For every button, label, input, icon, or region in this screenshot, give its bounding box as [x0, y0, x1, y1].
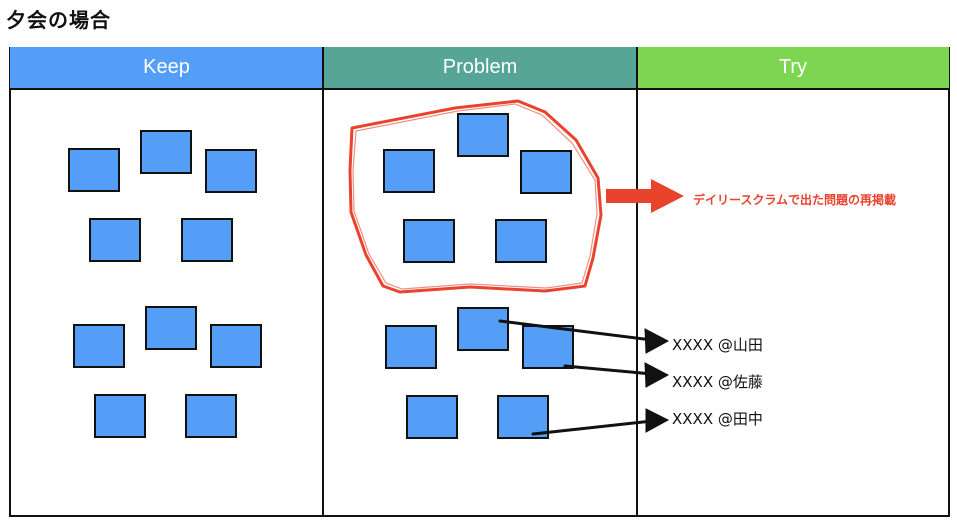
problem-sticky-note — [520, 150, 572, 194]
keep-sticky-note — [210, 324, 262, 368]
column-header-problem: Problem — [323, 47, 637, 90]
highlight-outline — [348, 99, 603, 294]
keep-sticky-note — [89, 218, 141, 262]
keep-sticky-note — [185, 394, 237, 438]
problem-sticky-note — [457, 307, 509, 351]
keep-sticky-note — [94, 394, 146, 438]
assignee-label: XXXX @田中 — [672, 410, 763, 428]
problem-sticky-note — [457, 113, 509, 157]
keep-sticky-note — [145, 306, 197, 350]
assign-arrow-icon — [531, 408, 670, 436]
column-header-keep: Keep — [10, 47, 323, 90]
red-arrow-icon — [606, 179, 684, 213]
page-title: 夕会の場合 — [6, 8, 111, 32]
problem-sticky-note — [406, 395, 458, 439]
keep-sticky-note — [73, 324, 125, 368]
keep-sticky-note — [140, 130, 192, 174]
problem-sticky-note — [495, 219, 547, 263]
problem-sticky-note — [403, 219, 455, 263]
problem-sticky-note — [383, 149, 435, 193]
assign-arrow-icon — [563, 362, 670, 388]
keep-sticky-note — [181, 218, 233, 262]
column-divider — [322, 47, 324, 517]
problem-sticky-note — [522, 325, 574, 369]
problem-sticky-note — [385, 325, 437, 369]
assign-arrow-icon — [498, 319, 670, 354]
keep-sticky-note — [205, 149, 257, 193]
problem-sticky-note — [497, 395, 549, 439]
assignee-label: XXXX @佐藤 — [672, 373, 763, 391]
column-header-try: Try — [637, 47, 949, 90]
column-divider — [636, 47, 638, 517]
keep-sticky-note — [68, 148, 120, 192]
assignee-label: XXXX @山田 — [672, 336, 763, 354]
annotation-text: デイリースクラムで出た問題の再掲載 — [693, 193, 897, 207]
